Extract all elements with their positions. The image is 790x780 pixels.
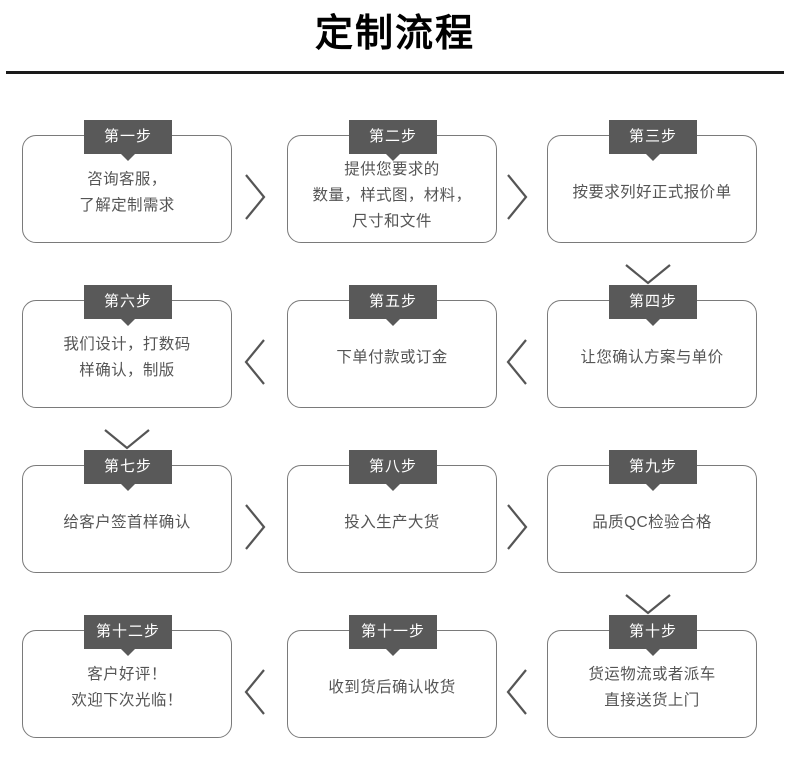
- flow-diagram: 咨询客服， 了解定制需求 第一步 提供您要求的 数量，样式图，材料， 尺寸和文件: [0, 78, 790, 754]
- step-content-11: 收到货后确认收货: [287, 630, 497, 738]
- connector-chevron-left-icon: [238, 332, 272, 392]
- badge-pointer-icon: [646, 484, 660, 491]
- flowchart-page: 定制流程 咨询客服， 了解定制需求 第一步: [0, 0, 790, 754]
- step-text-line: 下单付款或订金: [336, 349, 448, 366]
- step-badge-label: 第三步: [628, 128, 677, 145]
- step-text-line: 直接送货上门: [604, 692, 700, 709]
- badge-pointer-icon: [386, 154, 400, 161]
- connector-chevron-right-icon: [238, 167, 272, 227]
- step-badge-label: 第七步: [103, 458, 152, 475]
- step-badge-5: 第五步: [349, 285, 437, 326]
- step-cell-4[interactable]: 让您确认方案与单价 第四步: [547, 285, 759, 425]
- step-badge-6: 第六步: [84, 285, 172, 326]
- step-badge-12: 第十二步: [84, 615, 172, 656]
- step-text-line: 咨询客服，: [87, 171, 167, 188]
- connector-chevron-left-icon: [238, 662, 272, 722]
- badge-pointer-icon: [386, 484, 400, 491]
- step-text-line: 客户好评！: [87, 666, 167, 683]
- step-text-line: 品质QC检验合格: [592, 514, 712, 531]
- step-badge-1: 第一步: [84, 120, 172, 161]
- step-text-line: 尺寸和文件: [352, 213, 432, 230]
- step-badge-9: 第九步: [609, 450, 697, 491]
- badge-pointer-icon: [121, 319, 135, 326]
- step-text-line: 收到货后确认收货: [328, 679, 456, 696]
- connector-chevron-left-icon: [500, 332, 534, 392]
- step-cell-9[interactable]: 品质QC检验合格 第九步: [547, 450, 759, 590]
- connector-chevron-down-icon: [616, 257, 680, 291]
- badge-pointer-icon: [121, 649, 135, 656]
- connector-chevron-right-icon: [500, 497, 534, 557]
- step-content-8: 投入生产大货: [287, 465, 497, 573]
- badge-pointer-icon: [386, 319, 400, 326]
- step-badge-3: 第三步: [609, 120, 697, 161]
- step-content-7: 给客户签首样确认: [22, 465, 232, 573]
- step-cell-3[interactable]: 按要求列好正式报价单 第三步: [547, 120, 759, 260]
- step-text-line: 给客户签首样确认: [63, 514, 191, 531]
- badge-pointer-icon: [646, 649, 660, 656]
- connector-chevron-down-icon: [95, 422, 159, 456]
- step-cell-12[interactable]: 客户好评！ 欢迎下次光临！ 第十二步: [22, 615, 234, 755]
- step-badge-2: 第二步: [349, 120, 437, 161]
- step-badge-label: 第六步: [103, 293, 152, 310]
- step-badge-11: 第十一步: [349, 615, 437, 656]
- connector-chevron-right-icon: [500, 167, 534, 227]
- step-content-12: 客户好评！ 欢迎下次光临！: [22, 630, 232, 738]
- step-content-4: 让您确认方案与单价: [547, 300, 757, 408]
- step-badge-label: 第二步: [368, 128, 417, 145]
- step-text-line: 投入生产大货: [344, 514, 440, 531]
- step-badge-label: 第九步: [628, 458, 677, 475]
- step-badge-10: 第十步: [609, 615, 697, 656]
- flow-row-4: 客户好评！ 欢迎下次光临！ 第十二步 收到货后确认收货 第十一步: [0, 615, 790, 780]
- step-text-line: 数量，样式图，材料，: [312, 187, 472, 204]
- step-cell-1[interactable]: 咨询客服， 了解定制需求 第一步: [22, 120, 234, 260]
- badge-pointer-icon: [121, 154, 135, 161]
- flow-row-3: 给客户签首样确认 第七步 投入生产大货 第八步: [0, 450, 790, 615]
- connector-chevron-down-icon: [616, 587, 680, 621]
- step-badge-8: 第八步: [349, 450, 437, 491]
- step-badge-label: 第十一步: [360, 623, 425, 640]
- step-cell-8[interactable]: 投入生产大货 第八步: [287, 450, 499, 590]
- step-cell-2[interactable]: 提供您要求的 数量，样式图，材料， 尺寸和文件 第二步: [287, 120, 499, 260]
- connector-chevron-right-icon: [238, 497, 272, 557]
- step-content-10: 货运物流或者派车 直接送货上门: [547, 630, 757, 738]
- step-badge-label: 第八步: [368, 458, 417, 475]
- step-text-line: 欢迎下次光临！: [71, 692, 183, 709]
- step-badge-label: 第四步: [628, 293, 677, 310]
- step-badge-label: 第五步: [368, 293, 417, 310]
- step-text-line: 按要求列好正式报价单: [572, 184, 732, 201]
- step-content-6: 我们设计，打数码 样确认，制版: [22, 300, 232, 408]
- step-box-9: [547, 465, 757, 573]
- step-text-line: 了解定制需求: [79, 197, 175, 214]
- step-content-2: 提供您要求的 数量，样式图，材料， 尺寸和文件: [287, 135, 497, 243]
- step-content-1: 咨询客服， 了解定制需求: [22, 135, 232, 243]
- flow-row-1: 咨询客服， 了解定制需求 第一步 提供您要求的 数量，样式图，材料， 尺寸和文件: [0, 120, 790, 285]
- step-badge-label: 第一步: [103, 128, 152, 145]
- step-cell-7[interactable]: 给客户签首样确认 第七步: [22, 450, 234, 590]
- step-content-3: 按要求列好正式报价单: [547, 135, 757, 243]
- step-text-line: 让您确认方案与单价: [580, 349, 724, 366]
- step-text-line: 提供您要求的: [344, 161, 440, 178]
- badge-pointer-icon: [386, 649, 400, 656]
- step-text-line: 样确认，制版: [79, 362, 175, 379]
- step-content-5: 下单付款或订金: [287, 300, 497, 408]
- flow-row-2: 我们设计，打数码 样确认，制版 第六步 下单付款或订金 第五步: [0, 285, 790, 450]
- step-badge-label: 第十步: [628, 623, 677, 640]
- page-header: 定制流程: [0, 0, 790, 78]
- step-cell-11[interactable]: 收到货后确认收货 第十一步: [287, 615, 499, 755]
- title-divider: [6, 71, 784, 74]
- connector-chevron-left-icon: [500, 662, 534, 722]
- step-text-line: 我们设计，打数码: [63, 336, 191, 353]
- page-title: 定制流程: [314, 13, 475, 55]
- step-cell-5[interactable]: 下单付款或订金 第五步: [287, 285, 499, 425]
- step-text-line: 货运物流或者派车: [588, 666, 716, 683]
- step-cell-6[interactable]: 我们设计，打数码 样确认，制版 第六步: [22, 285, 234, 425]
- badge-pointer-icon: [121, 484, 135, 491]
- step-badge-label: 第十二步: [95, 623, 160, 640]
- step-badge-4: 第四步: [609, 285, 697, 326]
- badge-pointer-icon: [646, 319, 660, 326]
- step-cell-10[interactable]: 货运物流或者派车 直接送货上门 第十步: [547, 615, 759, 755]
- step-content-9: 品质QC检验合格: [547, 465, 757, 573]
- badge-pointer-icon: [646, 154, 660, 161]
- step-badge-7: 第七步: [84, 450, 172, 491]
